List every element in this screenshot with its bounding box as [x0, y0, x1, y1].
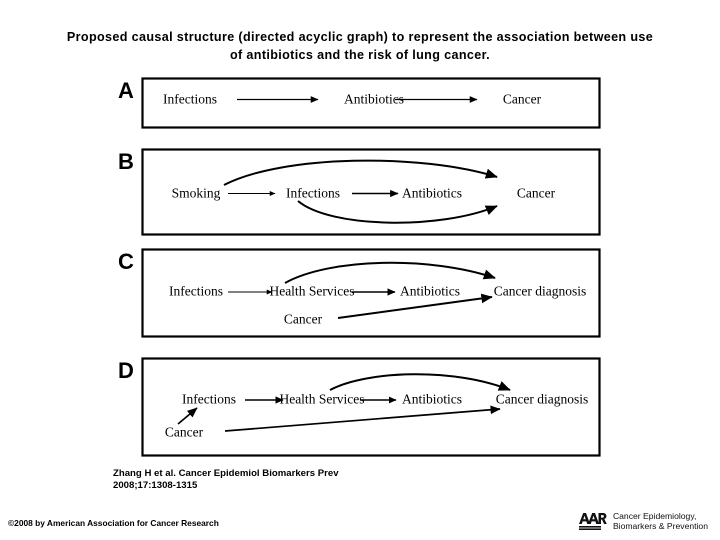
panel-b-edges — [223, 159, 498, 224]
edge-smoking-cancer-curve — [223, 159, 498, 186]
panel-box-b — [141, 148, 601, 236]
node-b-smoking: Smoking — [171, 185, 221, 201]
panel-c-edges — [228, 261, 496, 319]
node-c-health-services: Health Services — [269, 283, 355, 299]
panel-box-d — [141, 357, 601, 457]
node-d-infections: Infections — [182, 391, 236, 407]
node-c-cancer: Cancer — [283, 311, 323, 327]
journal-logo-text: Cancer Epidemiology, Biomarkers & Preven… — [612, 510, 708, 532]
node-d-antibiotics: Antibiotics — [402, 391, 462, 407]
node-c-cancer-diagnosis: Cancer diagnosis — [493, 283, 587, 299]
panel-d-edges — [177, 373, 511, 432]
aacr-logo-icon — [577, 510, 607, 532]
edge-health-services-cancer-diagnosis-curve — [329, 373, 511, 391]
node-b-infections: Infections — [286, 185, 340, 201]
edge-cancer-infections — [177, 407, 198, 425]
copyright-text: ©2008 by American Association for Cancer… — [8, 518, 219, 528]
panel-box-c — [141, 248, 601, 338]
node-d-cancer: Cancer — [164, 424, 204, 440]
panel-letter-b: B — [118, 149, 134, 174]
panel-letter-a: A — [118, 78, 134, 103]
node-a-cancer: Cancer — [502, 91, 542, 107]
edge-infections-cancer-curve — [297, 200, 498, 224]
edge-cancer-cancer-diagnosis — [224, 405, 501, 432]
edge-health-services-cancer-diagnosis-curve — [284, 261, 496, 284]
panel-letter-c: C — [118, 249, 134, 274]
journal-logo: Cancer Epidemiology, Biomarkers & Preven… — [577, 510, 708, 532]
node-a-infections: Infections — [163, 91, 217, 107]
citation-text: Zhang H et al. Cancer Epidemiol Biomarke… — [113, 468, 339, 491]
node-b-cancer: Cancer — [516, 185, 556, 201]
edge-cancer-cancer-diagnosis — [337, 293, 493, 319]
node-d-cancer-diagnosis: Cancer diagnosis — [495, 391, 589, 407]
node-b-antibiotics: Antibiotics — [402, 185, 462, 201]
panel-box-a — [141, 77, 601, 129]
node-d-health-services: Health Services — [279, 391, 365, 407]
panel-letter-d: D — [118, 358, 134, 383]
node-a-antibiotics: Antibiotics — [344, 91, 404, 107]
node-c-infections: Infections — [169, 283, 223, 299]
node-c-antibiotics: Antibiotics — [400, 283, 460, 299]
page-title: Proposed causal structure (directed acyc… — [66, 30, 654, 62]
